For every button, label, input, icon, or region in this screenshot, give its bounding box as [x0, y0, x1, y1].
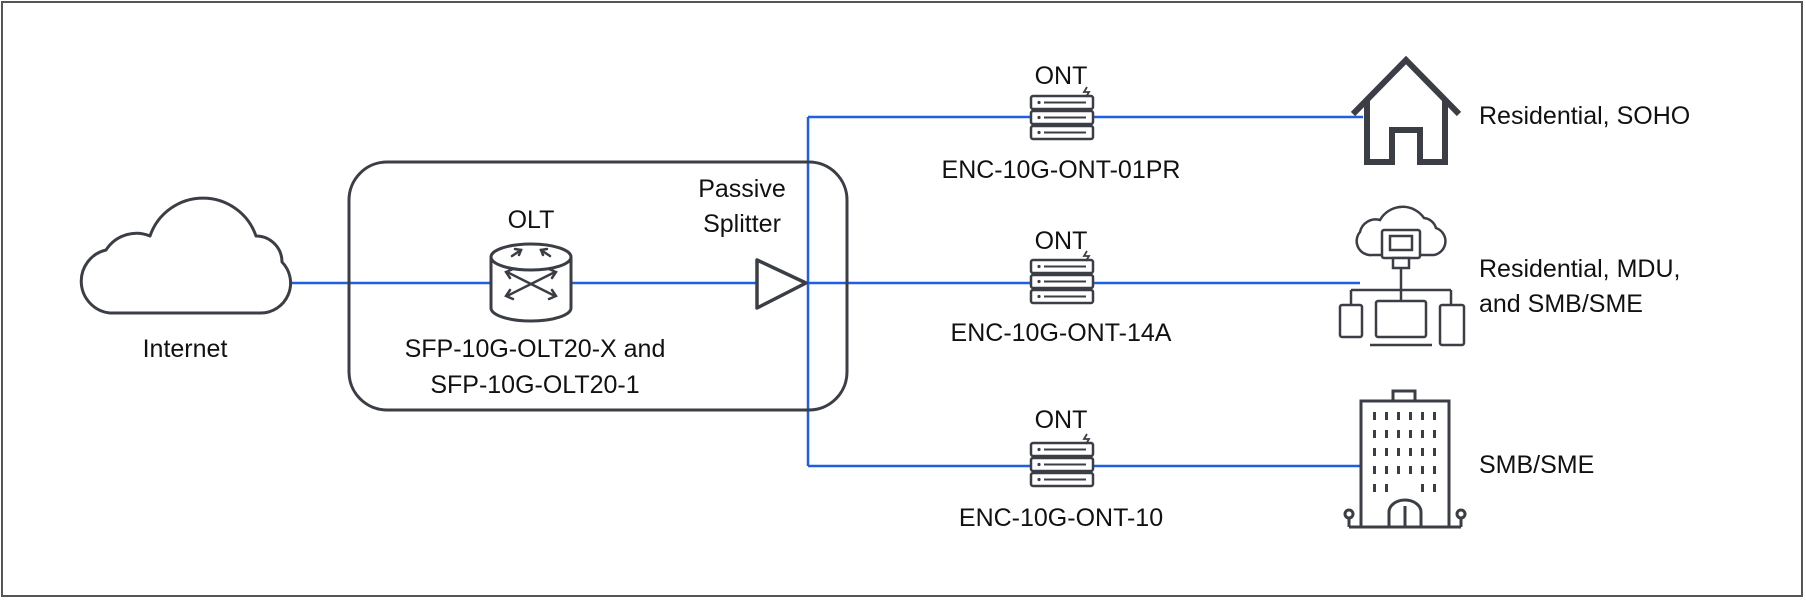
ont-mid-title: ONT: [1035, 227, 1088, 255]
olt-title: OLT: [508, 206, 555, 234]
house-icon: [1350, 55, 1462, 165]
destination-labels: Residential, SOHO Residential, MDU, and …: [1479, 102, 1690, 479]
ont-top-model: ENC-10G-ONT-01PR: [942, 156, 1181, 184]
olt-model-line-2: SFP-10G-OLT20-1: [430, 371, 639, 399]
fiber-links: [290, 115, 1363, 468]
ont-mid-model: ENC-10G-ONT-14A: [951, 319, 1172, 347]
network-building-icon: [1338, 205, 1466, 347]
destination-mid-label-line-1: Residential, MDU,: [1479, 255, 1680, 283]
cloud-icon: [79, 196, 293, 315]
office-building-icon: [1343, 389, 1467, 529]
node-labels: Internet OLT SFP-10G-OLT20-X and SFP-10G…: [143, 62, 1181, 532]
ont-bottom-model: ENC-10G-ONT-10: [959, 504, 1163, 532]
ont-device-icon: [1029, 433, 1095, 488]
ont-device-icon: [1029, 86, 1095, 141]
splitter-triangle-icon: [755, 258, 808, 310]
olt-model-line-1: SFP-10G-OLT20-X and: [405, 335, 666, 363]
splitter-title-line-1: Passive: [698, 175, 786, 203]
ont-top-title: ONT: [1035, 62, 1088, 90]
internet-label: Internet: [143, 335, 228, 363]
ont-bottom-title: ONT: [1035, 406, 1088, 434]
ont-device-icon: [1029, 250, 1095, 305]
olt-router-icon: [489, 242, 573, 323]
destination-bottom-label: SMB/SME: [1479, 451, 1594, 479]
olt-enclosure: [347, 160, 849, 412]
splitter-title-line-2: Splitter: [703, 210, 781, 238]
destination-mid-label-line-2: and SMB/SME: [1479, 290, 1643, 318]
destination-top-label: Residential, SOHO: [1479, 102, 1690, 130]
